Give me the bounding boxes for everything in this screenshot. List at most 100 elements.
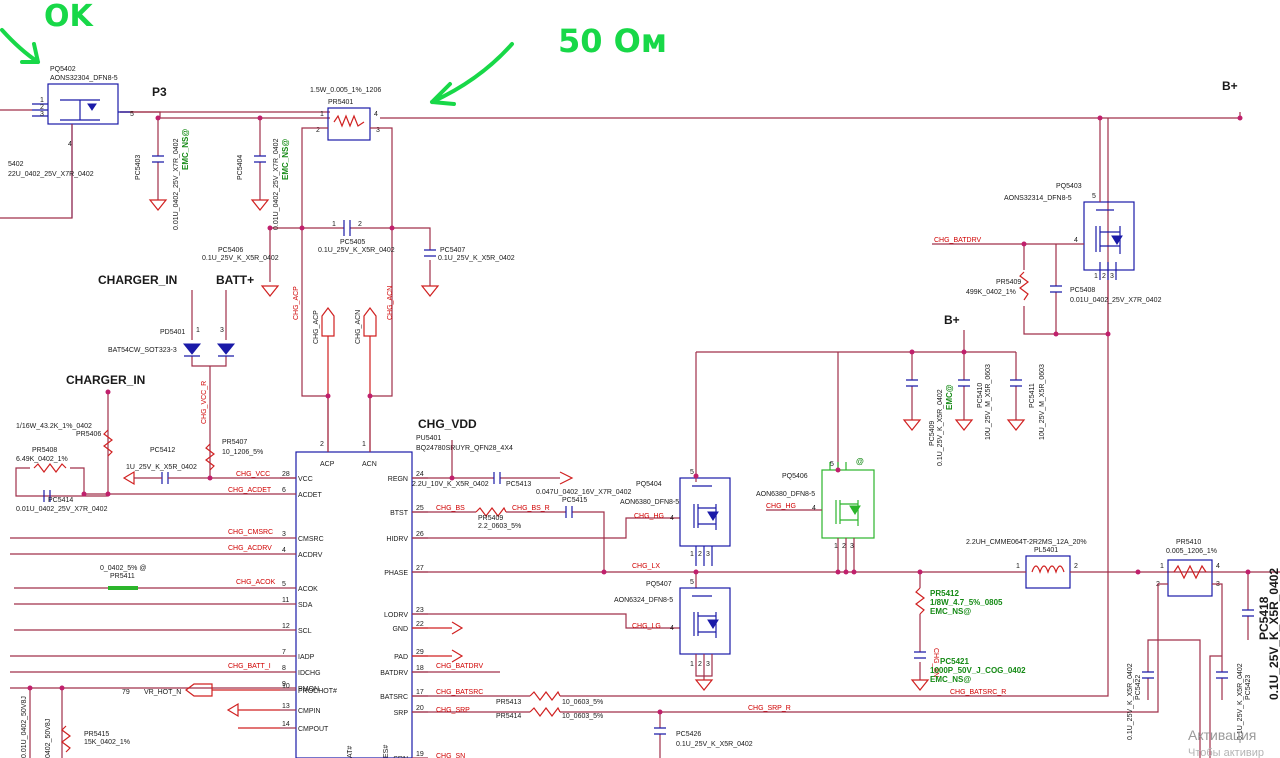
pr5410-zigzag [1173,564,1207,580]
pq5406-pin2: 2 [842,543,846,550]
pr5410-body [1167,559,1213,597]
pc5411-ref: PC5411 [1029,383,1036,408]
pc5421-gnd [910,679,930,691]
pq5403-pin2: 2 [1102,273,1106,280]
pc5409-ref: PC5409 [929,421,936,446]
pr5412-res [915,587,925,615]
pr5406-wire [15,392,109,497]
pr5401-pin3: 3 [376,127,380,134]
net-chg-batt-i: CHG_BATT_I [228,663,271,670]
net-chg-batsrc: CHG_BATSRC [436,689,483,696]
pq5403-val: AONS32314_DFN8-5 [1004,195,1072,202]
pr5409-res [1019,271,1029,301]
pq5402-symbol [32,99,130,218]
pr5409-val: 499K_0402_1% [966,289,1016,296]
pc5418-val: 0.1U_25V_K_X5R_0402 [1267,568,1280,700]
pq5404-pin4: 4 [670,515,674,522]
pc5409-val: 0.1U_25V_K_X5R_0402 [937,389,944,466]
ic-right-pin-number: 23 [416,607,424,614]
pc5409-emc: EMC@ [945,384,954,410]
net-chg-acdet: CHG_ACDET [228,487,272,494]
ic-bottom-at: AT# [347,746,354,758]
pc5421-ref: PC5421 [940,657,969,666]
bottom-cap-2: 0402_50V8J [45,719,52,758]
pl5401-val: 2.2UH_CMME064T-2R2MS_12A_20% [966,539,1087,546]
pc5405-val: 0.1U_25V_K_X5R_0402 [318,247,395,254]
pq5406-ref: PQ5406 [782,473,808,480]
pc5413-cap [493,472,501,484]
pc5411-val: 10U_25V_M_X5R_0603 [1039,364,1046,440]
pq5402-body [47,83,119,125]
pd5401-pin1: 1 [196,327,200,334]
ic-right-pin-number: 17 [416,689,424,696]
pq5406-val: AON6380_DFN8-5 [756,491,815,498]
net-chg-batsrc-r: CHG_BATSRC_R [950,689,1006,696]
ic-left-pin-number: 6 [282,487,286,494]
pc5415-val: 0.047U_0402_16V_X7R_0402 [536,489,631,496]
ic-left-pin-name: ACDET [298,492,322,499]
pu5401-val: BQ24780SRUYR_QFN28_4X4 [416,445,513,452]
pq5402-pin5: 5 [130,111,134,118]
pq5403-pin1: 1 [1094,273,1098,280]
pc5406-val: 0.1U_25V_K_X5R_0402 [202,255,279,262]
pq5403-wires [932,118,1109,335]
ic-left-pin-number: 3 [282,531,286,538]
ic-right-pin-name: PHASE [384,570,408,577]
pc5415-cap [565,506,573,518]
pr5413-ref: PR5413 [496,699,521,706]
pq5406-body [821,469,875,539]
ic-left-pins: 28VCC6ACDET3CMSRC4ACDRV5ACOK11SDA12SCL7I… [280,471,337,733]
net-79: 79 [122,689,130,696]
pc5405-p1: 1 [332,221,336,228]
ic-bottom-es: ES# [383,745,390,758]
ic-left-pin-name: CMPIN [298,708,321,715]
pc5422-val: 0.1U_25V_K_X5R_0402 [1127,663,1134,740]
net-chg-bs: CHG_BS [436,505,465,512]
ic-left-pin-number: 12 [282,623,290,630]
pc5422-ref: PC5422 [1135,675,1142,700]
pq5402-ref: PQ5402 [50,66,76,73]
pc5426-ref: PC5426 [676,731,701,738]
pc5418-ref: PC5418 [1257,596,1271,640]
pc5412-gnd-arrow [122,470,135,486]
ic-left-pin-name: ACDRV [298,552,323,559]
pc5421-emc: EMC_NS@ [930,675,971,684]
net-chg-srp-r: CHG_SRP_R [748,705,791,712]
ic-right-pin-number: 25 [416,505,424,512]
ic-left-pin-number: 13 [282,703,290,710]
pc5403-cap [152,155,164,163]
left-bus-wires [10,537,280,758]
pq5407-body [679,587,731,655]
pq5407-gnd [694,679,714,691]
ic-left-pin-number: 8 [282,665,286,672]
pr5408-val: 6.49K_0402_1% [16,456,68,463]
pr5415-ref: PR5415 [84,731,109,738]
pr5409b-ref: PR5409 [478,515,503,522]
pc5421-val: 1000P_50V_J_COG_0402 [930,666,1026,675]
ic-acn-name: ACN [362,461,377,468]
pr5401-val: 1.5W_0.005_1%_1206 [310,87,381,94]
ic-left-pin-number: 28 [282,471,290,478]
pq5407-val: AON6324_DFN8-5 [614,597,673,604]
pq5402-val: AONS32304_DFN8-5 [50,75,118,82]
pc5410-val: 10U_25V_M_X5R_0603 [985,364,992,440]
bplus-caps-gnd [902,419,1026,431]
ic-left-pin-name: SDA [298,602,313,609]
ic-right-pin-name: BATDRV [380,670,408,677]
pq5406-gate [766,509,855,572]
ic-left-pin-number: 5 [282,581,286,588]
net-chg-hg: CHG_HG [634,513,664,520]
pq5406-pin5: 5 [830,461,834,468]
pq5404-pin2: 2 [698,551,702,558]
watermark-line2: Чтобы активир [1188,747,1264,758]
pr5401-pin2: 2 [316,127,320,134]
pc5406-gnd [260,285,280,297]
ic-right-pin-name: GND [392,626,408,633]
ic-left-pin-name: IADP [298,654,315,661]
net-chg-acok: CHG_ACOK [236,579,276,586]
pq5403-diode [1111,235,1123,245]
net-chg-cmsrc: CHG_CMSRC [228,529,273,536]
net-chg-vcc: CHG_VCC [236,471,270,478]
pc5410-ref: PC5410 [977,383,984,408]
pq5406-pin4: 4 [812,505,816,512]
